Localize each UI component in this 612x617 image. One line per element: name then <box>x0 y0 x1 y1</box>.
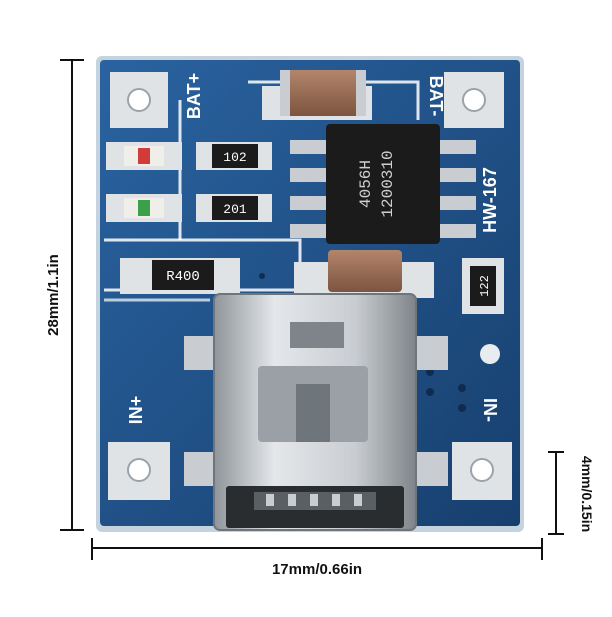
width-label: 17mm/0.66in <box>272 561 362 578</box>
test-pad <box>480 344 500 364</box>
resistor-122-text: 122 <box>478 275 492 297</box>
led-green <box>106 194 182 222</box>
model-label: HW-167 <box>480 167 500 233</box>
resistor-122: 122 <box>462 258 504 314</box>
connector-label: 4mm/0.15in <box>579 456 595 532</box>
resistor-r400-text: R400 <box>166 269 200 285</box>
mounting-hole-bottom-left <box>108 442 170 500</box>
height-label: 28mm/1.1in <box>45 254 62 336</box>
resistor-201-text: 201 <box>223 202 247 217</box>
connector-dimension: 4mm/0.15in <box>548 451 595 535</box>
in-minus-label: IN- <box>480 398 500 422</box>
bat-minus-label: BAT- <box>426 76 446 117</box>
resistor-102-text: 102 <box>223 150 246 165</box>
chip-text-line2: 1200310 <box>379 150 397 217</box>
resistor-r400: R400 <box>120 258 240 294</box>
resistor-201: 201 <box>196 194 272 222</box>
mounting-hole-top-left <box>110 72 168 128</box>
in-plus-label: IN+ <box>126 396 146 425</box>
bat-plus-label: BAT+ <box>184 73 204 119</box>
width-dimension: 17mm/0.66in <box>91 538 543 578</box>
top-capacitor <box>262 70 372 120</box>
height-dimension: 28mm/1.1in <box>45 59 84 531</box>
charger-ic: 4056H 1200310 <box>290 124 476 244</box>
mounting-hole-bottom-right <box>452 442 512 500</box>
mini-usb-connector <box>184 293 448 531</box>
resistor-102: 102 <box>196 142 272 170</box>
mounting-hole-top-right <box>444 72 504 128</box>
chip-text-line1: 4056H <box>357 160 375 208</box>
led-red <box>106 142 182 170</box>
middle-capacitor <box>294 250 434 298</box>
